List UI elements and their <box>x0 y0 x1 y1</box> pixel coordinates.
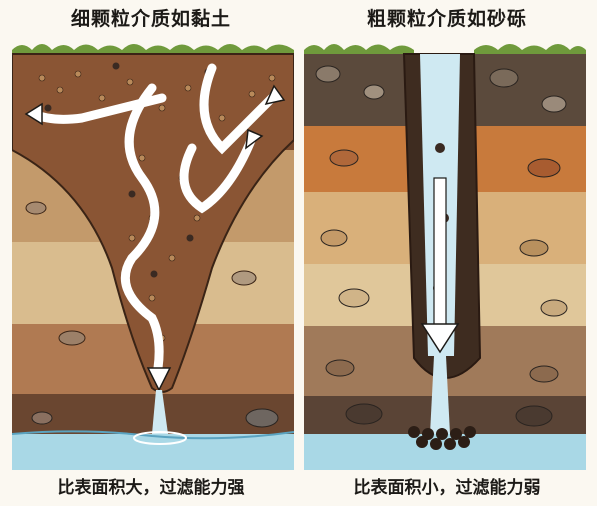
coarse-media-diagram <box>304 38 586 470</box>
left-panel-caption: 比表面积大，过滤能力强 <box>8 474 294 502</box>
fine-media-diagram <box>12 38 294 470</box>
left-panel-title: 细颗粒介质如黏土 <box>8 4 294 34</box>
right-panel-caption: 比表面积小，过滤能力弱 <box>304 474 590 502</box>
right-panel-title: 粗颗粒介质如砂砾 <box>304 4 590 34</box>
